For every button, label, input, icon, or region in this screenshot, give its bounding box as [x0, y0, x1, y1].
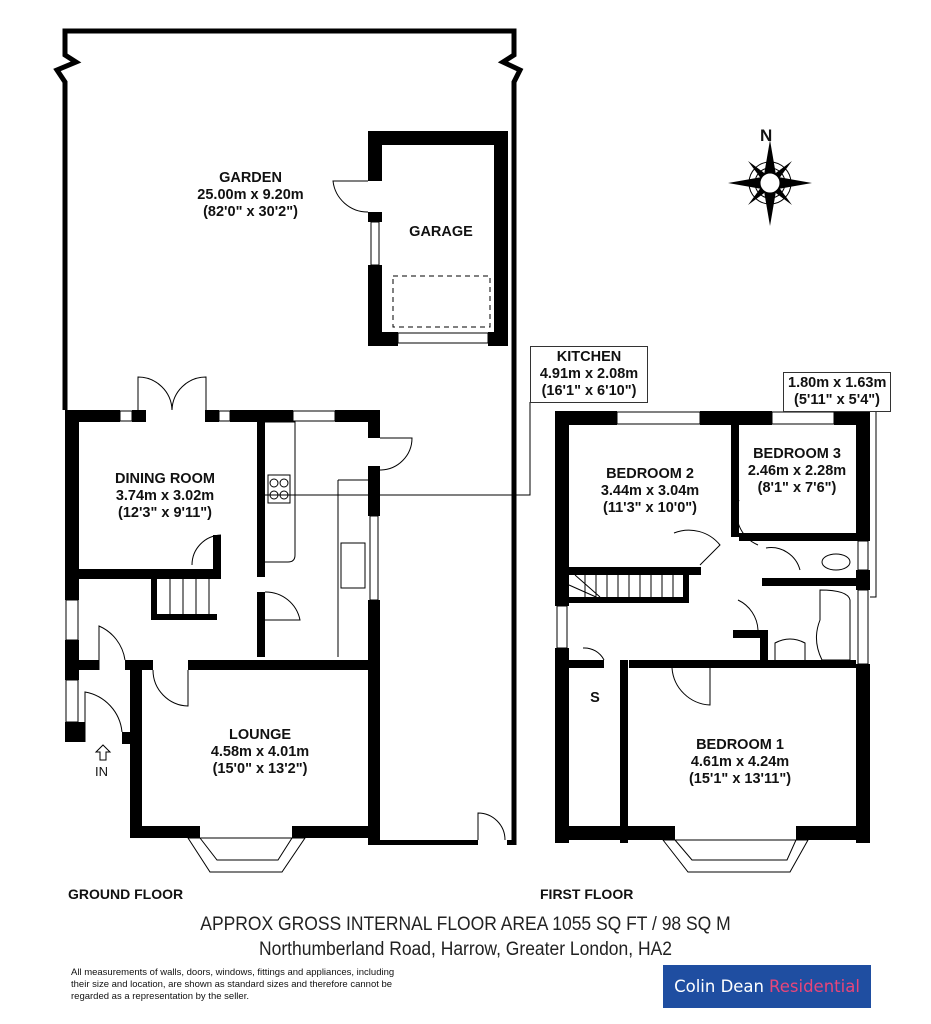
room-label-garden: GARDEN 25.00m x 9.20m (82'0" x 30'2") — [163, 170, 338, 221]
logo-text-primary: Colin Dean — [674, 977, 765, 996]
room-name: KITCHEN — [556, 349, 622, 365]
room-name: BEDROOM 1 — [696, 737, 784, 753]
first-floor-details — [556, 402, 877, 873]
room-metric: 2.46m x 2.28m — [747, 463, 847, 479]
room-metric: 4.91m x 2.08m — [539, 366, 639, 382]
room-metric: 25.00m x 9.20m — [197, 187, 304, 203]
disclaimer-text: All measurements of walls, doors, window… — [71, 967, 395, 1002]
room-name: DINING ROOM — [115, 471, 215, 487]
room-label-lounge: LOUNGE 4.58m x 4.01m (15'0" x 13'2") — [185, 727, 335, 778]
gross-area-text: APPROX GROSS INTERNAL FLOOR AREA 1055 SQ… — [200, 914, 731, 935]
compass-rose — [728, 140, 812, 226]
compass-north-label: N — [760, 126, 773, 145]
room-metric: 3.44m x 3.04m — [600, 483, 700, 499]
room-imperial: (11'3" x 10'0") — [602, 500, 697, 516]
garage — [332, 131, 508, 346]
logo-text-accent: Residential — [769, 977, 860, 996]
entrance-arrow — [94, 744, 112, 761]
room-label-garage: GARAGE — [395, 224, 487, 241]
room-label-dining-room: DINING ROOM 3.74m x 3.02m (12'3" x 9'11"… — [90, 471, 240, 522]
room-label-kitchen: KITCHEN 4.91m x 2.08m (16'1" x 6'10") — [530, 346, 648, 403]
room-name: GARAGE — [409, 224, 473, 240]
room-name: GARDEN — [219, 170, 282, 186]
room-imperial: (16'1" x 6'10") — [541, 383, 637, 399]
room-label-storage: S — [583, 690, 607, 707]
room-label-bedroom-3: BEDROOM 3 2.46m x 2.28m (8'1" x 7'6") — [739, 446, 855, 497]
address-text: Northumberland Road, Harrow, Greater Lon… — [259, 939, 672, 960]
room-imperial: (15'0" x 13'2") — [212, 761, 308, 777]
room-imperial: (12'3" x 9'11") — [117, 505, 212, 521]
room-label-bedroom-2: BEDROOM 2 3.44m x 3.04m (11'3" x 10'0") — [580, 466, 720, 517]
room-imperial: (82'0" x 30'2") — [203, 204, 298, 220]
garden-boundary — [53, 28, 524, 845]
ground-floor-title: GROUND FLOOR — [68, 886, 184, 902]
room-metric: 1.80m x 1.63m — [788, 375, 887, 391]
room-name: LOUNGE — [228, 727, 292, 743]
first-floor-walls — [555, 411, 870, 843]
ground-floor-details — [65, 376, 531, 873]
room-imperial: (15'1" x 13'11") — [688, 771, 792, 787]
room-imperial: (5'11" x 5'4") — [794, 392, 880, 408]
entrance-label: IN — [95, 764, 108, 779]
room-label-bathroom-dimensions: 1.80m x 1.63m (5'11" x 5'4") — [783, 372, 891, 412]
room-metric: 4.61m x 4.24m — [690, 754, 790, 770]
room-metric: 4.58m x 4.01m — [210, 744, 310, 760]
room-name: S — [590, 690, 600, 706]
room-metric: 3.74m x 3.02m — [115, 488, 215, 504]
room-name: BEDROOM 3 — [753, 446, 841, 462]
room-label-bedroom-1: BEDROOM 1 4.61m x 4.24m (15'1" x 13'11") — [665, 737, 815, 788]
agent-logo: Colin Dean Residential — [663, 965, 871, 1008]
first-floor-title: FIRST FLOOR — [540, 886, 634, 902]
room-name: BEDROOM 2 — [606, 466, 694, 482]
ground-floor-walls — [65, 410, 515, 845]
room-imperial: (8'1" x 7'6") — [757, 480, 837, 496]
